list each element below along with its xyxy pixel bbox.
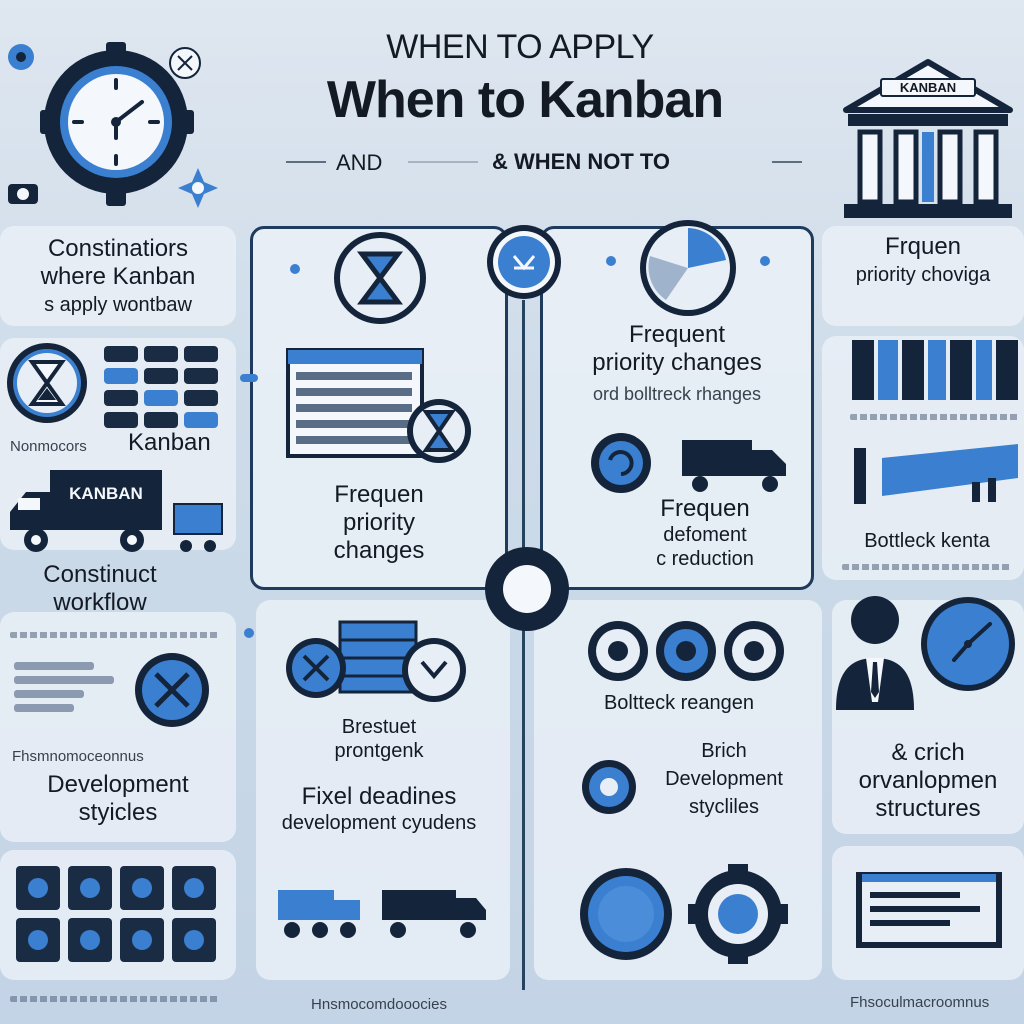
kanban-caption-prefix: Nonmocors <box>10 438 87 455</box>
icon-grid <box>16 866 216 962</box>
truck-pair-icon <box>272 882 492 948</box>
kanban-caption: Kanban <box>128 429 211 456</box>
cl-priority-line1: Frequen <box>334 481 424 508</box>
small-trailer-icon <box>172 502 224 556</box>
cr-dev-sub: c reduction <box>656 548 754 570</box>
header-divider-right <box>772 161 802 163</box>
header-subtitle: & WHEN NOT TO <box>492 149 671 174</box>
bank-label: KANBAN <box>880 78 976 97</box>
camera-icon <box>6 178 46 208</box>
monitor-window-icon <box>854 870 1004 950</box>
cr-priority-line1: Frequent <box>628 321 726 348</box>
document-list-icon <box>286 348 426 460</box>
cr-priority-sub: ord bolltreck rhanges <box>592 384 762 404</box>
cr-badges-row <box>586 618 786 684</box>
tool-cluster-icon <box>284 620 474 710</box>
dotted-caption-2 <box>10 996 220 1002</box>
right-rich-line2: orvanlopmen <box>858 767 998 794</box>
cr-dev-line1: Frequen <box>660 495 750 522</box>
cr-rich-line1: Brich <box>701 740 747 762</box>
bug-icon <box>168 46 202 80</box>
cl-deadlines-sub: development cyudens <box>281 812 477 834</box>
right-dotted-caption-1 <box>850 414 1020 420</box>
cl-priority-line2: priority <box>342 509 415 536</box>
page-title: When to Kanban <box>326 71 724 129</box>
refresh-badge-icon <box>588 430 654 496</box>
stopwatch-gear-icon <box>38 40 198 220</box>
cr-dev-line2: defoment <box>663 524 747 546</box>
cl-priority-line3: changes <box>333 537 425 564</box>
cr-bottleneck-title: Boltteck reangen <box>603 692 755 714</box>
flower-icon <box>6 42 36 72</box>
delivery-truck-icon <box>6 468 166 558</box>
hourglass-small-icon <box>404 396 474 466</box>
header-divider-left <box>286 161 326 163</box>
right-rich-line1: & crich <box>891 739 965 766</box>
cl-footer: Hnsmocomdooocies <box>311 996 447 1013</box>
dev-styles-title-line1: Development <box>47 771 189 798</box>
businessman-icon <box>830 592 920 712</box>
right-heading-line1: Frquen <box>884 233 962 260</box>
left-dev-panel <box>0 612 236 842</box>
center-mid-badge <box>482 544 572 634</box>
left-heading-line1: Constinatiors <box>47 235 189 262</box>
workflow-title-line1: Constinuct <box>43 561 157 588</box>
left-heading-line2: where Kanban <box>40 263 196 290</box>
cr-target-icon <box>580 758 638 816</box>
hourglass-icon <box>4 340 90 426</box>
bar-chart-icon <box>850 338 1020 402</box>
cr-bottom-badges <box>578 864 788 964</box>
hourglass-badge-icon <box>330 228 430 328</box>
cr-priority-line2: priority changes <box>592 349 762 376</box>
truck-label: KANBAN <box>69 484 143 503</box>
right-heading-line2: priority choviga <box>855 264 991 286</box>
dotted-caption-1 <box>10 632 220 638</box>
workflow-title-line2: workflow <box>53 589 147 616</box>
kanban-board-icon <box>104 346 218 428</box>
left-heading-line3: s apply wontbaw <box>44 294 192 316</box>
clock-icon <box>918 594 1018 694</box>
cr-rich-line2: Development <box>665 768 783 790</box>
cr-dot-2 <box>760 256 770 266</box>
cr-rich-line3: stycliles <box>688 796 759 818</box>
cl-bottom-line1: Brestuet <box>341 716 417 738</box>
close-circle-icon <box>132 650 212 730</box>
header-line1: WHEN TO APPLY <box>386 28 654 66</box>
progress-lines <box>14 662 126 712</box>
left-heading-panel <box>0 226 236 326</box>
right-footer: Fhsoculmacroomnus <box>850 994 990 1011</box>
right-bottleneck: Bottleck kenta <box>864 530 990 552</box>
cl-deadlines-title: Fixel deadines <box>301 783 457 810</box>
cr-dot-1 <box>606 256 616 266</box>
center-top-badge <box>484 222 564 302</box>
cr-truck-icon <box>680 438 790 494</box>
right-arrow-cards-icon <box>852 438 1022 508</box>
right-rich-line3: structures <box>875 795 981 822</box>
sparkle-icon <box>176 166 220 210</box>
connector-dot-1 <box>244 628 254 638</box>
header-divider-mid <box>408 161 478 163</box>
right-dotted-caption-2 <box>842 564 1012 570</box>
connector-pill-1 <box>240 374 258 382</box>
dev-styles-prefix: Fhsmnomoceonnus <box>12 748 144 765</box>
dev-styles-title-line2: styicles <box>78 799 158 826</box>
center-timeline <box>522 300 525 990</box>
pie-badge-icon <box>636 216 740 320</box>
header-and: AND <box>336 150 383 175</box>
cl-bottom-line2: prontgenk <box>334 740 424 762</box>
right-heading-panel <box>822 226 1024 326</box>
